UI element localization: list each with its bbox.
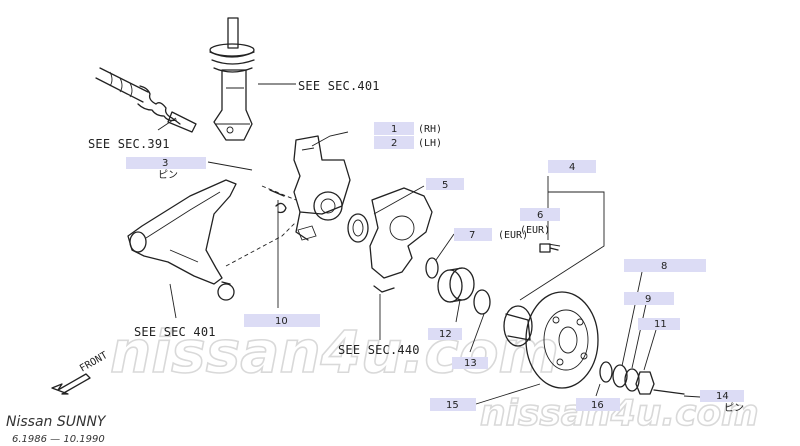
drive-shaft bbox=[95, 67, 197, 133]
front-label: FRONT bbox=[78, 350, 110, 375]
dust-cover bbox=[369, 187, 433, 293]
callout-14[interactable]: 14 ピン bbox=[700, 390, 744, 414]
callout-2-suffix: (LH) bbox=[418, 138, 442, 149]
pin-10 bbox=[275, 202, 287, 214]
hub-disc-15 bbox=[503, 291, 599, 389]
callout-1-suffix: (RH) bbox=[418, 124, 442, 135]
cotter-pin-14 bbox=[653, 389, 685, 395]
callout-12[interactable]: 12 bbox=[428, 328, 462, 340]
strut-assembly bbox=[209, 17, 255, 141]
callout-4-number: 4 bbox=[569, 162, 575, 173]
callout-7-number: 7 bbox=[469, 230, 475, 241]
watermark-center: nissan4u.com bbox=[110, 318, 559, 386]
production-range: 6.1986 — 10.1990 bbox=[12, 434, 105, 445]
washer-16 bbox=[599, 361, 613, 383]
callout-9[interactable]: 9 bbox=[624, 292, 674, 305]
pin-3 bbox=[269, 189, 285, 197]
ref-sec-391: SEE SEC.391 bbox=[88, 137, 170, 151]
callout-1-number: 1 bbox=[391, 124, 397, 135]
callout-2-number: 2 bbox=[391, 138, 397, 149]
ref-sec-401-bottom: SEE SEC 401 bbox=[134, 325, 216, 339]
callout-8-number: 8 bbox=[661, 261, 667, 272]
washer-8 bbox=[612, 364, 628, 388]
callout-11-number: 11 bbox=[654, 319, 667, 330]
callout-3-number: 3 bbox=[162, 158, 168, 169]
callout-15[interactable]: 15 bbox=[430, 398, 476, 411]
callout-7-suffix: (EUR) bbox=[498, 230, 528, 241]
steering-knuckle bbox=[293, 135, 351, 241]
ref-sec-440: SEE SEC.440 bbox=[338, 343, 420, 357]
callout-6[interactable]: 6 (EUR) bbox=[520, 208, 560, 236]
callout-7[interactable]: 7 (EUR) bbox=[454, 228, 528, 241]
callout-16-number: 16 bbox=[591, 400, 604, 411]
callout-10[interactable]: 10 bbox=[244, 314, 320, 327]
callout-14-sub: ピン bbox=[724, 402, 744, 414]
callout-13[interactable]: 13 bbox=[452, 357, 488, 369]
callout-6-number: 6 bbox=[537, 210, 543, 221]
callout-11[interactable]: 11 bbox=[638, 318, 680, 330]
model-name: Nissan SUNNY bbox=[6, 414, 107, 430]
snap-ring-7 bbox=[425, 257, 439, 279]
callout-3[interactable]: 3 ピン bbox=[126, 157, 206, 181]
hub-nut-11 bbox=[635, 371, 655, 395]
hub-bolt-6 bbox=[539, 243, 559, 253]
callout-4[interactable]: 4 bbox=[548, 160, 596, 173]
washer-9 bbox=[624, 368, 640, 392]
callout-10-number: 10 bbox=[275, 316, 288, 327]
callout-2[interactable]: 2 (LH) bbox=[374, 136, 442, 149]
bracket-4 bbox=[519, 176, 605, 301]
callout-1[interactable]: 1 (RH) bbox=[374, 122, 442, 135]
callout-8[interactable]: 8 bbox=[624, 259, 706, 272]
callout-15-number: 15 bbox=[446, 400, 459, 411]
callout-14-number: 14 bbox=[716, 391, 729, 402]
wheel-bearing-12 bbox=[437, 267, 475, 303]
callout-3-sub: ピン bbox=[158, 169, 178, 181]
callout-6-sub: (EUR) bbox=[520, 225, 550, 236]
seal-5 bbox=[347, 213, 369, 243]
callout-5-number: 5 bbox=[442, 180, 448, 191]
callout-12-number: 12 bbox=[439, 329, 452, 340]
ref-sec-401-top: SEE SEC.401 bbox=[298, 79, 380, 93]
front-indicator: FRONT bbox=[51, 350, 110, 395]
lower-arm bbox=[127, 179, 297, 301]
callout-9-number: 9 bbox=[645, 294, 651, 305]
snap-ring-13 bbox=[473, 289, 491, 315]
callout-5[interactable]: 5 bbox=[426, 178, 464, 191]
callout-16[interactable]: 16 bbox=[576, 398, 620, 411]
callout-13-number: 13 bbox=[464, 358, 477, 369]
